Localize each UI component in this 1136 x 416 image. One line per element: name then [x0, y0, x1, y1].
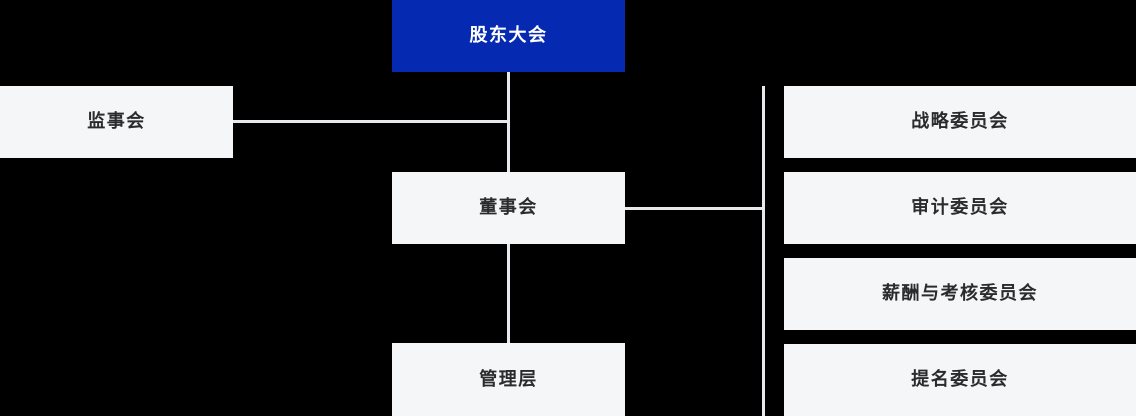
node-audit-committee[interactable]: 审计委员会 [784, 172, 1136, 244]
connector-shareholders-to-supervisors [233, 120, 508, 123]
node-shareholders-meeting[interactable]: 股东大会 [392, 0, 625, 72]
node-strategy-committee[interactable]: 战略委员会 [784, 86, 1136, 158]
connector-committees-trunk [762, 86, 765, 416]
node-board-of-directors[interactable]: 董事会 [392, 172, 625, 244]
connector-board-to-committees [625, 207, 765, 210]
node-compensation-and-appraisal-committee[interactable]: 薪酬与考核委员会 [784, 258, 1136, 330]
node-nomination-committee[interactable]: 提名委员会 [784, 344, 1136, 416]
node-management[interactable]: 管理层 [392, 343, 625, 416]
node-board-of-supervisors[interactable]: 监事会 [0, 86, 233, 158]
